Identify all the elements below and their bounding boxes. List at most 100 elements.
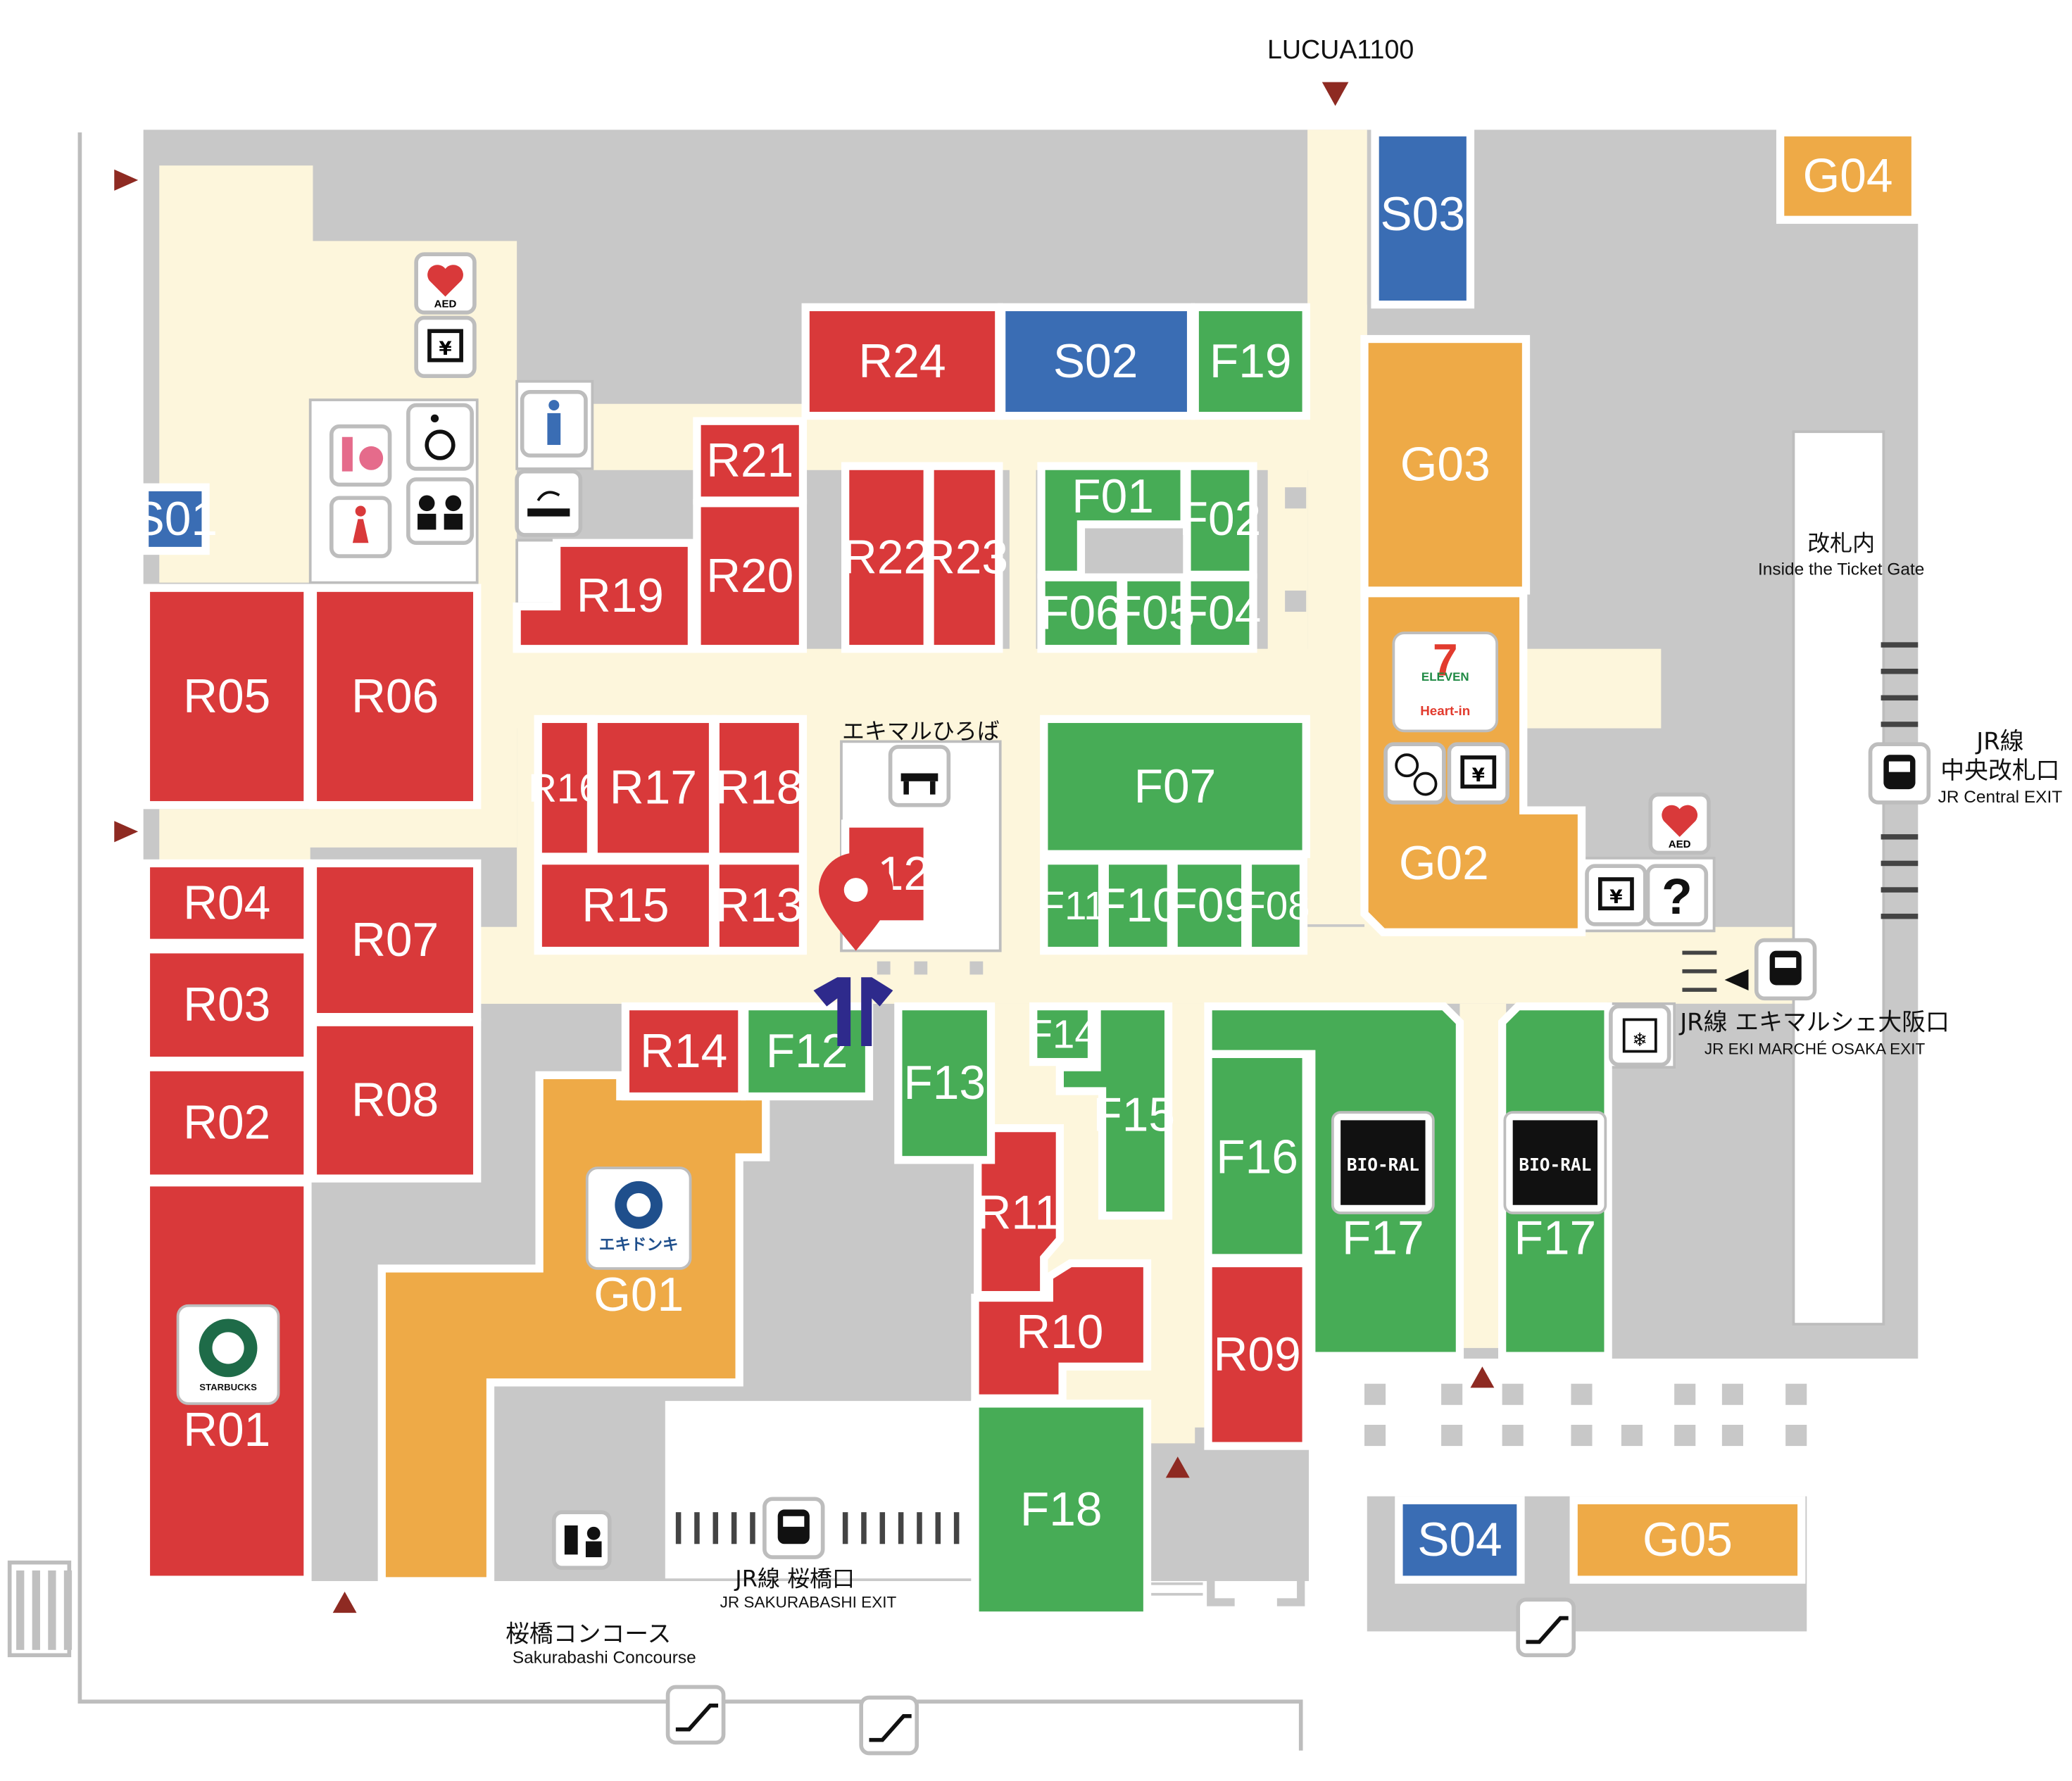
ticket-machine-icon[interactable] (551, 1510, 612, 1570)
shop-R04[interactable]: R04 (142, 859, 312, 947)
svg-text:G02: G02 (1399, 837, 1489, 890)
shop-R03[interactable]: R03 (142, 945, 312, 1065)
shop-S03[interactable]: S03 (1371, 128, 1475, 309)
coin-locker-icon[interactable]: ❄ (1609, 1004, 1671, 1067)
shop-R24[interactable]: R24 (801, 303, 1003, 420)
shop-F11[interactable]: F11 (1040, 857, 1107, 955)
shop-F18[interactable]: F18 (971, 1399, 1152, 1620)
svg-text:S01: S01 (133, 493, 218, 546)
shop-F02[interactable]: F02 (1179, 462, 1262, 579)
starbucks-logo: STARBUCKS (176, 1304, 280, 1405)
shop-R20[interactable]: R20 (693, 499, 808, 653)
plaza-label: エキマルひろば (842, 718, 1000, 745)
sakurabashi-exit-en: JR SAKURABASHI EXIT (720, 1594, 897, 1611)
svg-text:Heart-in: Heart-in (1420, 703, 1470, 718)
shop-F12[interactable]: F12 (741, 1002, 874, 1101)
lucua-label: LUCUA1100 (1267, 34, 1414, 64)
svg-text:R01: R01 (183, 1404, 270, 1456)
aed-heart-icon[interactable]: AED (414, 252, 477, 315)
shop-R17[interactable]: R17 (589, 715, 717, 861)
svg-text:F10: F10 (1097, 879, 1179, 932)
svg-text:¥: ¥ (439, 339, 452, 360)
atm-icon-3[interactable]: ¥ (1585, 864, 1647, 926)
svg-text:F19: F19 (1210, 335, 1292, 388)
svg-text:S04: S04 (1417, 1513, 1502, 1566)
shop-R22[interactable]: R22 (841, 462, 931, 653)
svg-text:BIO-RAL: BIO-RAL (1519, 1154, 1591, 1175)
svg-text:R09: R09 (1214, 1328, 1301, 1381)
shop-F06[interactable]: F06 (1037, 573, 1125, 653)
atm-icon[interactable]: ¥ (414, 315, 477, 379)
question-mark-icon[interactable]: ? (1645, 864, 1709, 926)
svg-text:R22: R22 (843, 531, 930, 584)
shop-F08[interactable]: F08 (1241, 857, 1310, 955)
shop-F13[interactable]: F13 (894, 1002, 996, 1164)
shop-R06[interactable]: R06 (308, 584, 482, 810)
svg-text:エキドンキ: エキドンキ (599, 1236, 679, 1254)
shop-F14[interactable]: F14 (1029, 1002, 1097, 1066)
shop-R09[interactable]: R09 (1204, 1259, 1310, 1450)
shop-F07[interactable]: F07 (1040, 715, 1310, 858)
wheelchair-icon (406, 403, 474, 471)
shop-S04[interactable]: S04 (1395, 1496, 1525, 1584)
shop-R14[interactable]: R14 (621, 1002, 746, 1101)
shop-S01[interactable]: S01 (133, 483, 218, 555)
svg-text:F04: F04 (1179, 586, 1262, 639)
svg-text:R05: R05 (183, 670, 270, 723)
svg-text:G04: G04 (1803, 150, 1893, 203)
svg-text:¥: ¥ (1609, 887, 1623, 908)
shop-R05[interactable]: R05 (142, 584, 312, 810)
ekidonki-logo: エキドンキ (585, 1166, 692, 1270)
shop-S02[interactable]: S02 (997, 303, 1195, 420)
location-pin-icon[interactable] (819, 852, 893, 951)
cosmetics-room-icon (329, 424, 392, 487)
entrance-arrows (114, 82, 1749, 1613)
shop-R07[interactable]: R07 (308, 859, 482, 1021)
shop-F04[interactable]: F04 (1179, 573, 1262, 653)
shop-G03[interactable]: G03 (1360, 334, 1531, 595)
svg-text:F14: F14 (1029, 1012, 1097, 1057)
shop-R21[interactable]: R21 (693, 417, 808, 505)
bioral-logo-2: BIO-RAL (1503, 1111, 1607, 1214)
shop-F15[interactable]: F15 (1055, 1002, 1175, 1220)
shop-R19[interactable]: R19 (513, 539, 696, 653)
shop-G05[interactable]: G05 (1569, 1496, 1806, 1584)
shop-F09[interactable]: F09 (1169, 857, 1251, 955)
svg-text:F02: F02 (1179, 493, 1262, 546)
svg-text:F09: F09 (1169, 879, 1251, 932)
shop-R23[interactable]: R23 (921, 462, 1008, 653)
atm-icon-2[interactable]: ¥ (1447, 742, 1509, 805)
svg-text:R24: R24 (858, 335, 946, 388)
central-exit-jp2: 中央改札口 (1940, 757, 2059, 784)
shop-G04[interactable]: G04 (1776, 128, 1920, 224)
svg-text:7: 7 (1433, 634, 1458, 685)
shop-R10[interactable]: R10 (971, 1259, 1152, 1403)
svg-text:R16: R16 (528, 766, 601, 810)
svg-text:F15: F15 (1093, 1088, 1175, 1141)
svg-text:R02: R02 (183, 1097, 270, 1150)
shop-R13[interactable]: R13 (711, 857, 808, 955)
shop-R08[interactable]: R08 (308, 1018, 482, 1183)
pillars (877, 487, 1807, 1447)
bioral-logo-1: BIO-RAL (1331, 1111, 1435, 1214)
shop-F16[interactable]: F16 (1204, 1050, 1310, 1262)
shop-F10[interactable]: F10 (1097, 857, 1179, 955)
stairs-left (16, 1570, 73, 1650)
shop-R18[interactable]: R18 (711, 715, 808, 861)
shop-R15[interactable]: R15 (534, 857, 717, 955)
currency-exchange-icon[interactable] (1383, 742, 1446, 805)
svg-text:?: ? (1662, 869, 1693, 925)
aed-heart-icon-2[interactable]: AED (1648, 792, 1711, 855)
svg-text:R21: R21 (706, 434, 793, 487)
shop-F19[interactable]: F19 (1191, 303, 1310, 420)
train-icon-sakurabashi (762, 1497, 825, 1559)
stair-structure (1150, 1505, 1305, 1606)
svg-text:AED: AED (1669, 838, 1691, 850)
shop-F05[interactable]: F05 (1113, 573, 1195, 653)
escalator-icon-1 (665, 1685, 726, 1745)
shop-R11[interactable]: R11 (974, 1124, 1065, 1299)
svg-text:F11: F11 (1041, 883, 1106, 928)
shop-R02[interactable]: R02 (142, 1063, 312, 1183)
baby-care-icon (406, 477, 474, 546)
